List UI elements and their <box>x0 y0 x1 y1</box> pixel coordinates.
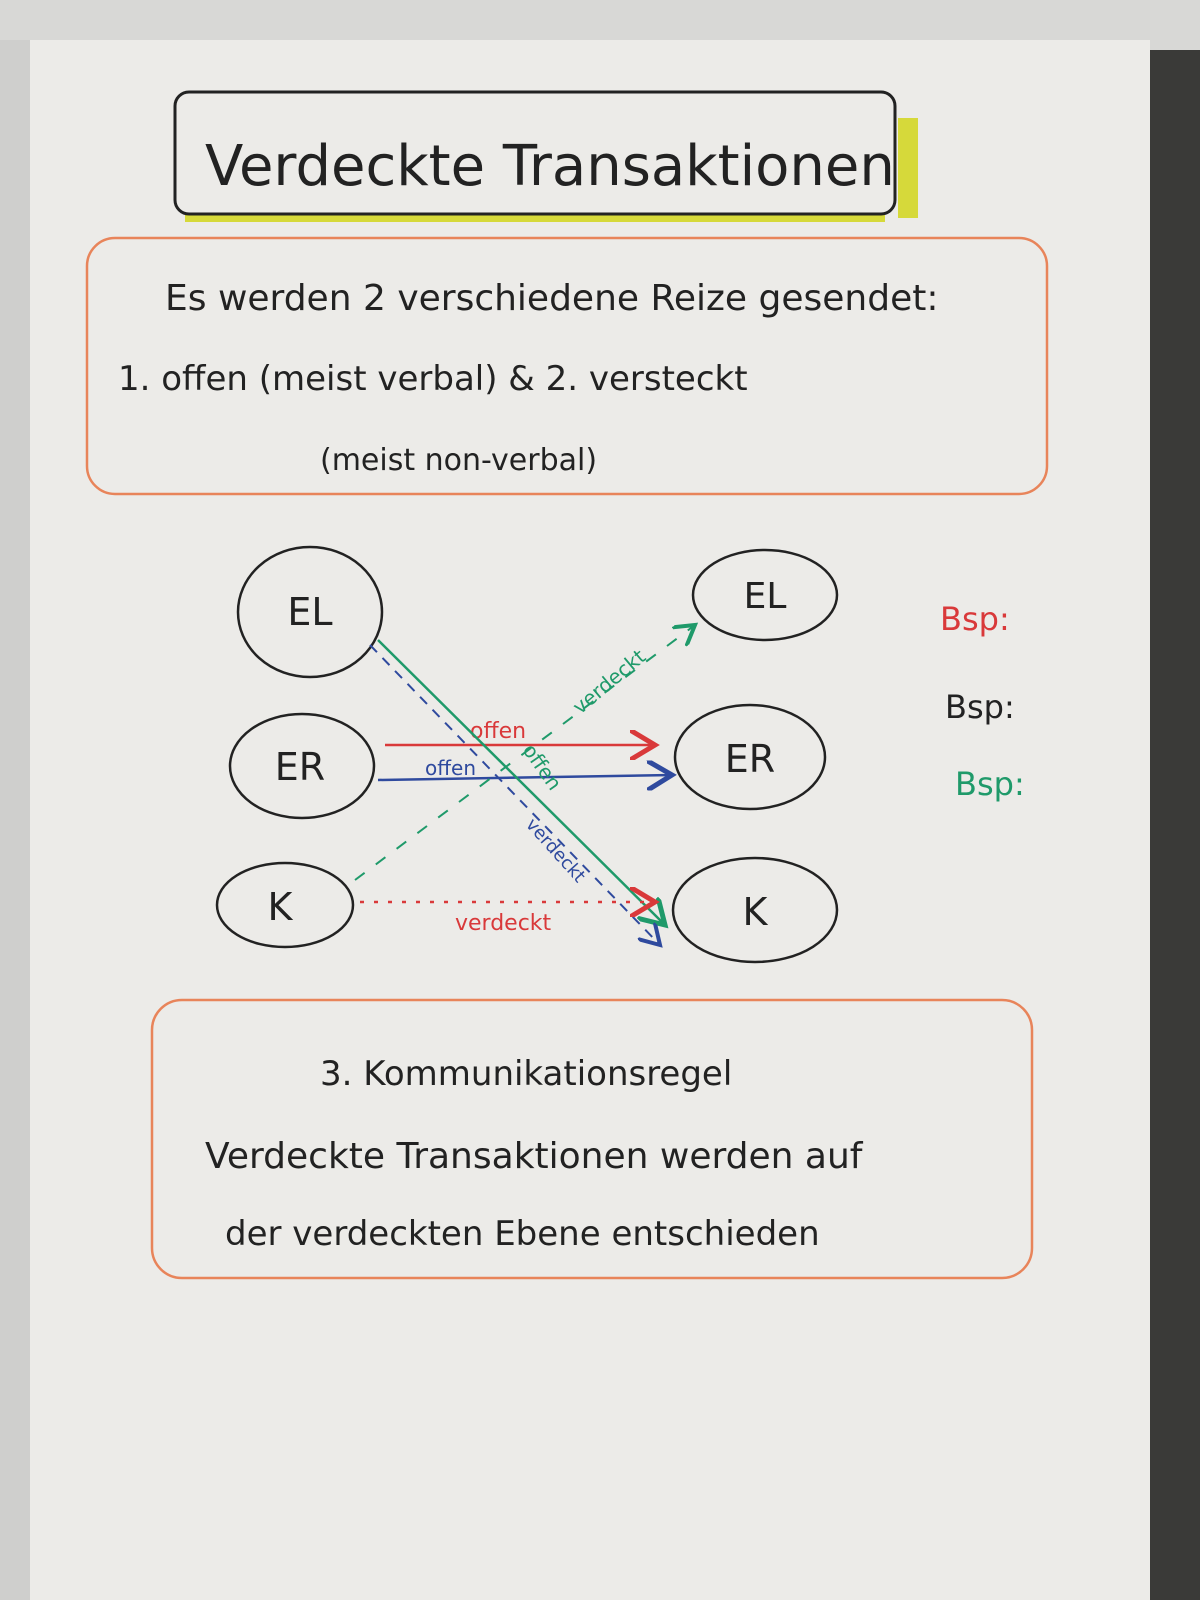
background-wall <box>0 40 30 1600</box>
intro-line-1: Es werden 2 verschiedene Reize gesendet: <box>165 278 939 319</box>
rule-heading: 3. Kommunikationsregel <box>320 1054 732 1094</box>
rule-line-2: der verdeckten Ebene entschieden <box>225 1214 820 1254</box>
intro-line-3: (meist non-verbal) <box>320 443 597 478</box>
title-highlight-side <box>898 118 918 218</box>
node-left-el-label: EL <box>287 590 332 634</box>
arrow-el-k-green <box>377 639 665 925</box>
node-right-el <box>691 548 839 642</box>
right-nodes: EL ER K <box>671 548 839 964</box>
example-label-black: Bsp: <box>945 688 1015 726</box>
node-left-el <box>236 545 384 679</box>
node-right-k-label: K <box>743 890 769 934</box>
arrow-er-er-blue-label: offen <box>425 756 476 780</box>
arrow-k-k-red-label: verdeckt <box>455 911 552 936</box>
arrow-el-k-blue-dashed <box>369 644 660 945</box>
node-right-k <box>671 856 839 964</box>
example-label-red: Bsp: <box>940 600 1010 638</box>
paper-sheet <box>30 40 1150 1600</box>
node-left-er <box>228 712 376 820</box>
arrow-er-er-blue <box>377 775 672 780</box>
node-right-er <box>673 703 827 811</box>
arrow-k-el-green-dashed <box>354 625 695 881</box>
rule-line-1: Verdeckte Transaktionen werden auf <box>205 1136 864 1177</box>
intro-line-2: 1. offen (meist verbal) & 2. versteckt <box>118 359 748 399</box>
node-right-er-label: ER <box>725 737 775 781</box>
examples: Bsp: Bsp: Bsp: <box>940 600 1025 803</box>
example-label-green: Bsp: <box>955 765 1025 803</box>
node-left-er-label: ER <box>275 745 325 789</box>
left-nodes: EL ER K <box>215 545 384 949</box>
title-box <box>173 90 897 216</box>
intro-box <box>85 236 1049 496</box>
rule-box <box>150 998 1034 1280</box>
node-left-k-label: K <box>268 885 294 929</box>
page-title: Verdeckte Transaktionen <box>205 134 895 199</box>
node-right-el-label: EL <box>744 576 787 617</box>
node-left-k <box>215 861 355 949</box>
